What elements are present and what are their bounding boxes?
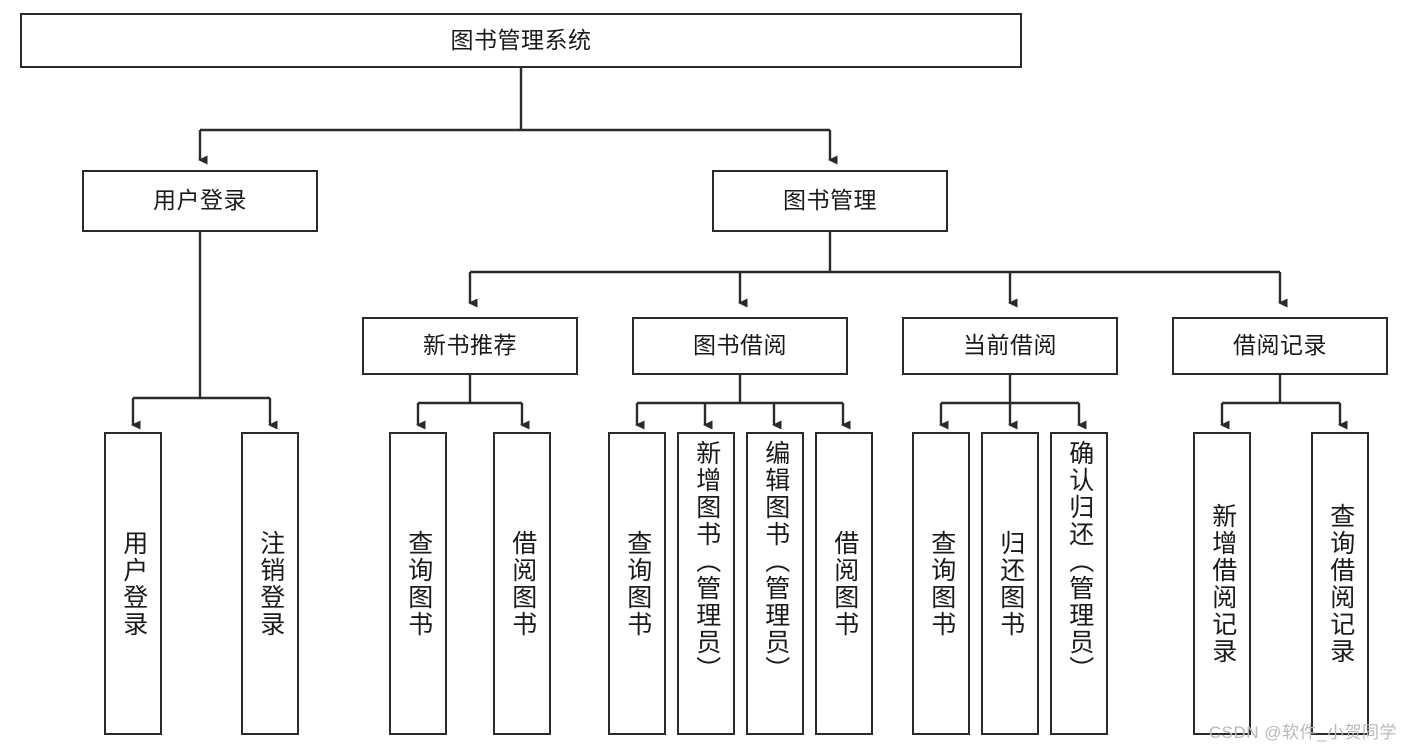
node-leaf-borrow-books-borrow[interactable]: 借阅图书 [815, 432, 873, 735]
node-leaf-return-books[interactable]: 归还图书 [981, 432, 1039, 735]
node-leaf-search-borrow-record[interactable]: 查询借阅记录 [1311, 432, 1369, 735]
node-leaf-confirm-return-admin[interactable]: 确认归还（管理员） [1050, 432, 1108, 735]
node-book-borrow[interactable]: 图书借阅 [632, 317, 848, 375]
node-leaf-borrow-books-recommend-label: 借阅图书 [508, 529, 537, 638]
node-leaf-borrow-books-recommend[interactable]: 借阅图书 [493, 432, 551, 735]
node-leaf-search-books-current-label: 查询图书 [927, 529, 956, 638]
node-book-management-label: 图书管理 [783, 187, 877, 214]
node-leaf-return-books-label: 归还图书 [996, 529, 1025, 638]
node-new-book-recommend[interactable]: 新书推荐 [362, 317, 578, 375]
node-current-borrow-label: 当前借阅 [963, 332, 1057, 359]
node-leaf-edit-book-admin[interactable]: 编辑图书（管理员） [746, 432, 804, 735]
node-borrow-records[interactable]: 借阅记录 [1172, 317, 1388, 375]
node-leaf-search-books-recommend-label: 查询图书 [404, 529, 433, 638]
node-leaf-logout[interactable]: 注销登录 [241, 432, 299, 735]
node-leaf-user-login[interactable]: 用户登录 [104, 432, 162, 735]
node-root[interactable]: 图书管理系统 [20, 13, 1022, 68]
node-book-management[interactable]: 图书管理 [712, 170, 948, 232]
node-root-label: 图书管理系统 [450, 26, 592, 53]
node-user-login-label: 用户登录 [153, 187, 247, 214]
node-current-borrow[interactable]: 当前借阅 [902, 317, 1118, 375]
node-leaf-add-book-admin-label: 新增图书（管理员） [692, 440, 721, 683]
node-book-borrow-label: 图书借阅 [693, 332, 787, 359]
node-leaf-add-borrow-record-label: 新增借阅记录 [1208, 502, 1237, 665]
node-leaf-add-borrow-record[interactable]: 新增借阅记录 [1193, 432, 1251, 735]
node-leaf-edit-book-admin-label: 编辑图书（管理员） [761, 440, 790, 683]
node-leaf-search-books-borrow-label: 查询图书 [623, 529, 652, 638]
node-leaf-add-book-admin[interactable]: 新增图书（管理员） [677, 432, 735, 735]
node-leaf-confirm-return-admin-label: 确认归还（管理员） [1065, 440, 1094, 683]
node-borrow-records-label: 借阅记录 [1233, 332, 1327, 359]
node-leaf-borrow-books-borrow-label: 借阅图书 [830, 529, 859, 638]
node-new-book-recommend-label: 新书推荐 [423, 332, 517, 359]
node-leaf-search-borrow-record-label: 查询借阅记录 [1326, 502, 1355, 665]
node-leaf-user-login-label: 用户登录 [119, 529, 148, 638]
node-leaf-logout-label: 注销登录 [256, 529, 285, 638]
node-user-login[interactable]: 用户登录 [82, 170, 318, 232]
node-leaf-search-books-current[interactable]: 查询图书 [912, 432, 970, 735]
node-leaf-search-books-recommend[interactable]: 查询图书 [389, 432, 447, 735]
node-leaf-search-books-borrow[interactable]: 查询图书 [608, 432, 666, 735]
